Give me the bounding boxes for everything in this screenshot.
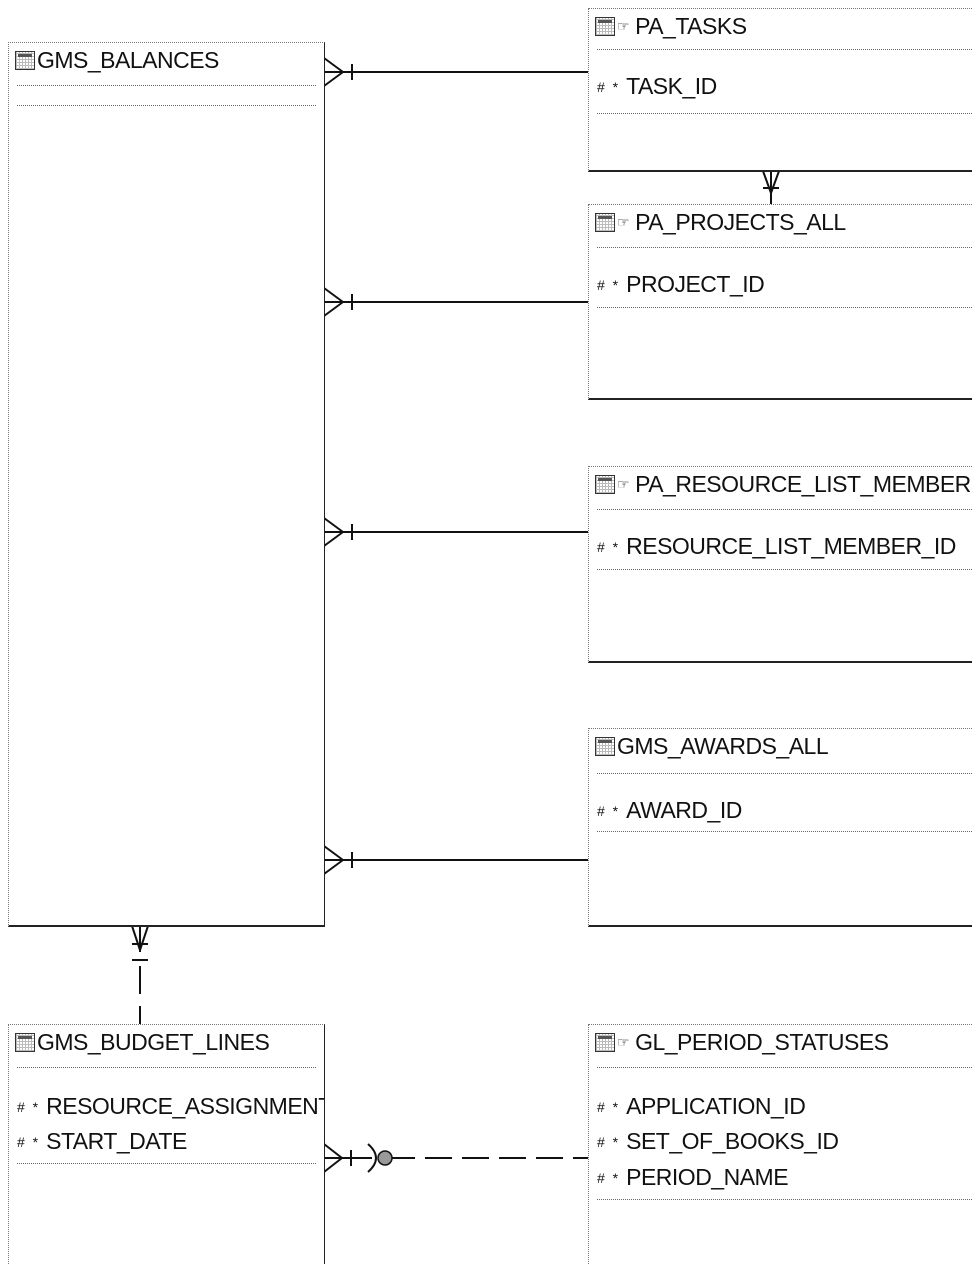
key-mandatory-marks: # *	[597, 1169, 621, 1186]
attribute-row: # * PERIOD_NAME	[597, 1164, 789, 1191]
entity-name: GMS_AWARDS_ALL	[617, 732, 829, 759]
separator	[17, 85, 316, 86]
entity-title: GMS_BALANCES	[9, 47, 219, 73]
separator	[17, 1163, 316, 1164]
entity-title: ☞ GL_PERIOD_STATUSES	[589, 1029, 889, 1055]
key-mandatory-marks: # *	[597, 538, 621, 555]
key-mandatory-marks: # *	[597, 276, 621, 293]
optional-circle-marker	[377, 1150, 393, 1166]
table-icon	[15, 1032, 35, 1052]
attribute-row: # * AWARD_ID	[597, 797, 742, 824]
attribute-row: # * RESOURCE_ASSIGNMENT_ID	[17, 1093, 324, 1120]
key-mandatory-marks: # *	[597, 802, 621, 819]
separator	[597, 113, 972, 114]
synonym-hand-icon: ☞	[617, 213, 630, 230]
separator	[597, 247, 972, 248]
entity-name: PA_PROJECTS_ALL	[635, 208, 846, 235]
attribute-name: TASK_ID	[626, 73, 717, 99]
table-icon	[595, 474, 615, 494]
attribute-name: PERIOD_NAME	[626, 1164, 789, 1190]
table-icon	[595, 1032, 615, 1052]
separator	[597, 307, 972, 308]
entity-name: GMS_BUDGET_LINES	[37, 1028, 270, 1055]
entity-title: ☞ PA_TASKS	[589, 13, 747, 39]
attribute-name: START_DATE	[46, 1128, 187, 1154]
entity-title: GMS_AWARDS_ALL	[589, 732, 829, 759]
attribute-name: RESOURCE_ASSIGNMENT_ID	[46, 1093, 324, 1119]
key-mandatory-marks: # *	[17, 1098, 41, 1115]
key-mandatory-marks: # *	[597, 1133, 621, 1150]
attribute-name: RESOURCE_LIST_MEMBER_ID	[626, 533, 956, 559]
attribute-row: # * APPLICATION_ID	[597, 1093, 806, 1120]
rel-balances-budget-lines	[131, 925, 149, 1026]
entity-gms-awards-all[interactable]: GMS_AWARDS_ALL # * AWARD_ID	[588, 728, 972, 927]
rel-budget-lines-gl-period	[323, 1143, 588, 1173]
attribute-row: # * TASK_ID	[597, 73, 717, 100]
attribute-name: AWARD_ID	[626, 797, 742, 823]
attribute-row: # * RESOURCE_LIST_MEMBER_ID	[597, 533, 956, 560]
entity-title: ☞ PA_PROJECTS_ALL	[589, 209, 846, 235]
synonym-hand-icon: ☞	[617, 17, 630, 34]
entity-title: GMS_BUDGET_LINES	[9, 1028, 270, 1055]
entity-pa-tasks[interactable]: ☞ PA_TASKS # * TASK_ID	[588, 8, 972, 172]
synonym-hand-icon: ☞	[617, 1033, 630, 1050]
entity-gms-balances[interactable]: GMS_BALANCES	[8, 42, 325, 927]
separator	[597, 1067, 972, 1068]
entity-gms-budget-lines[interactable]: GMS_BUDGET_LINES # * RESOURCE_ASSIGNMENT…	[8, 1024, 325, 1264]
rel-tasks-projects	[762, 170, 780, 204]
attribute-row: # * PROJECT_ID	[597, 271, 765, 298]
entity-name: GMS_BALANCES	[37, 46, 219, 73]
key-mandatory-marks: # *	[597, 78, 621, 95]
separator	[597, 569, 972, 570]
entity-gl-period-statuses[interactable]: ☞ GL_PERIOD_STATUSES # * APPLICATION_ID …	[588, 1024, 972, 1264]
separator	[597, 1199, 972, 1200]
key-mandatory-marks: # *	[597, 1098, 621, 1115]
entity-name: GL_PERIOD_STATUSES	[635, 1028, 889, 1055]
attribute-name: APPLICATION_ID	[626, 1093, 806, 1119]
table-icon	[15, 50, 35, 70]
table-icon	[595, 16, 615, 36]
separator	[17, 105, 316, 106]
separator	[17, 1067, 316, 1068]
separator	[597, 831, 972, 832]
entity-pa-projects-all[interactable]: ☞ PA_PROJECTS_ALL # * PROJECT_ID	[588, 204, 972, 400]
attribute-name: PROJECT_ID	[626, 271, 765, 297]
attribute-row: # * START_DATE	[17, 1128, 187, 1155]
rel-balances-projects	[323, 287, 588, 317]
attribute-name: SET_OF_BOOKS_ID	[626, 1128, 839, 1154]
separator	[597, 49, 972, 50]
rel-balances-resource-list-members	[323, 517, 588, 547]
key-mandatory-marks: # *	[17, 1133, 41, 1150]
entity-title: ☞ PA_RESOURCE_LIST_MEMBERS	[589, 471, 972, 497]
entity-name: PA_TASKS	[635, 12, 747, 39]
entity-name: PA_RESOURCE_LIST_MEMBERS	[635, 470, 972, 497]
table-icon	[595, 736, 615, 756]
attribute-row: # * SET_OF_BOOKS_ID	[597, 1128, 839, 1155]
table-icon	[595, 212, 615, 232]
separator	[597, 509, 972, 510]
rel-balances-tasks	[323, 57, 588, 87]
separator	[597, 773, 972, 774]
rel-balances-awards	[323, 845, 588, 875]
synonym-hand-icon: ☞	[617, 475, 630, 492]
entity-pa-resource-list-members[interactable]: ☞ PA_RESOURCE_LIST_MEMBERS # * RESOURCE_…	[588, 466, 972, 663]
